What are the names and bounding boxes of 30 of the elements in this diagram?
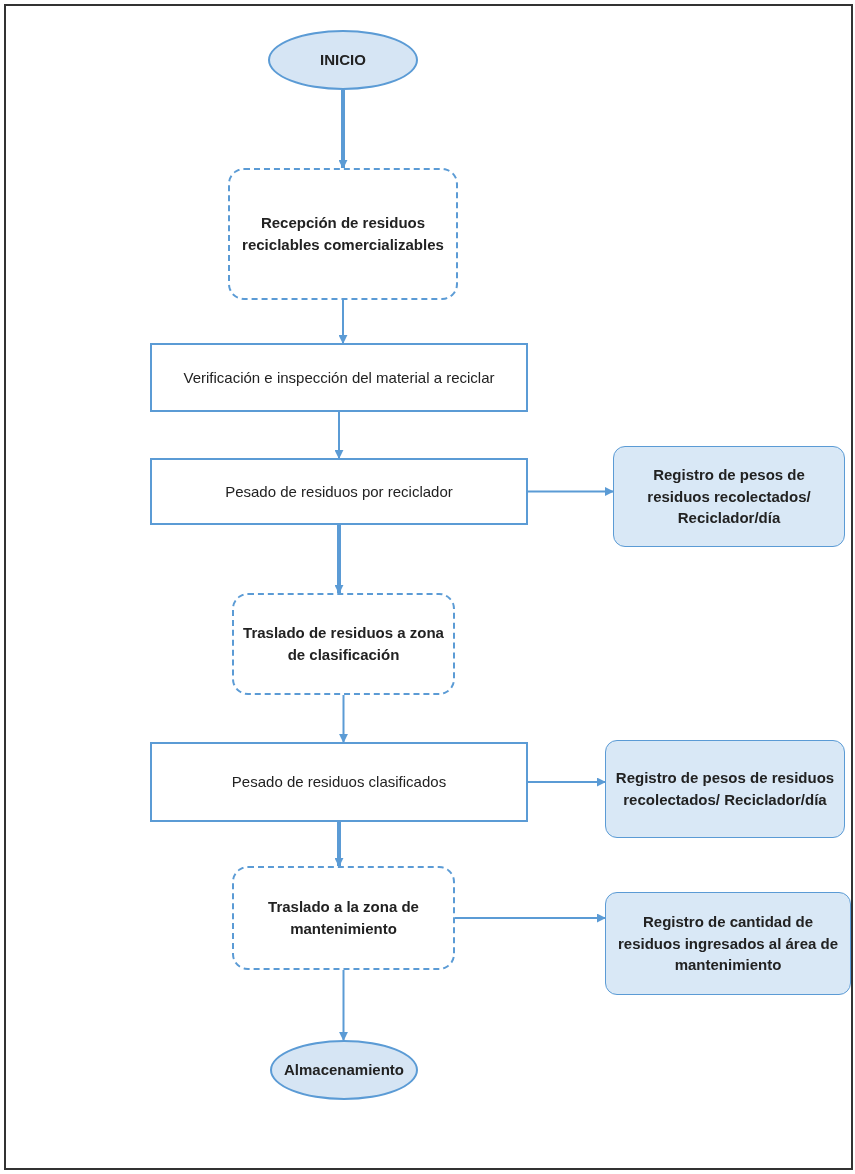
node-label: Traslado de residuos a zona de clasificación [242,623,445,665]
arrow [338,90,348,169]
process-box [232,593,455,695]
record-box [605,892,851,995]
node-label: Almacenamiento [283,1060,404,1081]
arrow [334,525,344,594]
node-label: Registro de cantidad de residuos ingresados al área de mantenimiento [616,911,840,976]
process-box [232,866,455,970]
arrow [527,777,606,787]
node-label: Verificación e inspección del material a reciclar [183,367,495,388]
arrow [334,822,344,867]
arrow [338,299,348,344]
arrow [527,487,614,496]
node-label: Pesado de residuos clasificados [231,772,447,793]
process-box [150,343,528,412]
arrow [339,694,348,743]
process-box [150,458,528,525]
record-box [613,446,845,547]
arrow [454,913,606,923]
node-label: Registro de pesos de residuos recolectados/ Reciclador/día [614,768,836,810]
arrow [339,969,348,1041]
node-label: Pesado de residuos por reciclador [225,481,453,502]
record-box [605,740,845,838]
arrow [334,411,344,459]
process-box [228,168,458,300]
node-label: Traslado a la zona de mantenimiento [267,897,420,939]
node-label: Recepción de residuos reciclables comercializables [241,213,445,255]
node-label: Registro de pesos de residuos recolectados/ Reciclador/día [646,464,812,529]
node-label: INICIO [320,50,366,71]
process-box [150,742,528,822]
